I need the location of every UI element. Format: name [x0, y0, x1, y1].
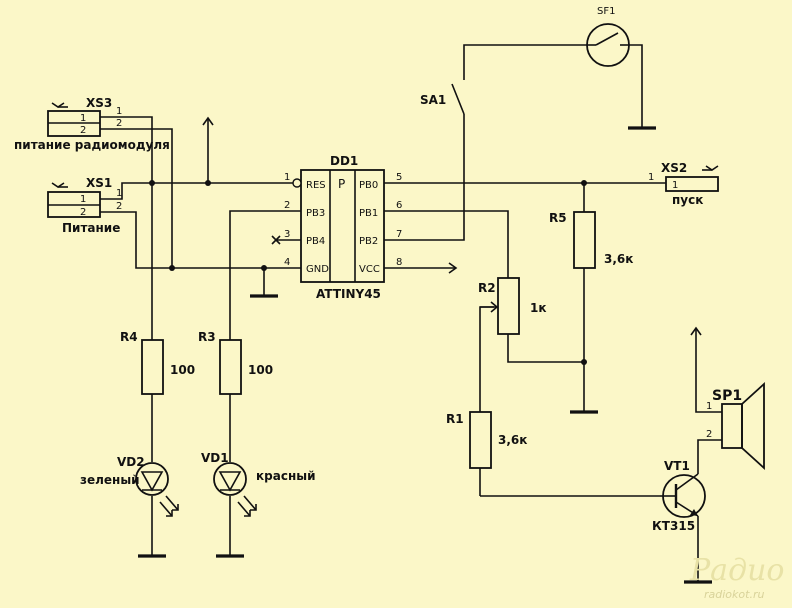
- xs2-pin1: 1: [648, 172, 654, 183]
- sa1-ref: SA1: [420, 93, 446, 107]
- vplus-vcc: [448, 262, 458, 274]
- xs3-ref: XS3: [86, 96, 112, 110]
- pin1-name: RES: [306, 180, 326, 191]
- switch-sa1: SA1: [420, 83, 465, 115]
- xs1-inner-1: 1: [80, 194, 86, 205]
- watermark-logo: Радио КОТ: [689, 553, 792, 588]
- sf1-ref: SF1: [597, 6, 615, 17]
- vt1-type: КТ315: [652, 519, 695, 533]
- r4-value: 100: [170, 363, 195, 377]
- r3-value: 100: [248, 363, 273, 377]
- resistor-r4: R4 100: [120, 330, 195, 395]
- resistor-r3: R3 100: [198, 330, 273, 395]
- connector-xs3: XS3 1 2 1 2 питание радиомодуля: [14, 96, 170, 152]
- r4-ref: R4: [120, 330, 138, 344]
- xs2-ref: XS2: [661, 161, 687, 175]
- pin5-num: 5: [396, 172, 402, 183]
- chip-type: ATTINY45: [316, 287, 381, 301]
- pin3-name: PB4: [306, 236, 325, 247]
- watermark-url: radiokot.ru: [704, 588, 764, 601]
- xs2-caption: пуск: [672, 193, 703, 207]
- pin3-num: 3: [284, 229, 290, 240]
- wires: [100, 44, 722, 582]
- pin7-name: PB2: [359, 236, 378, 247]
- vt1-ref: VT1: [664, 459, 690, 473]
- r5-value: 3,6к: [604, 252, 633, 266]
- vplus-left: [202, 116, 214, 132]
- r2-value: 1к: [530, 301, 547, 315]
- xs3-inner-1: 1: [80, 113, 86, 124]
- xs3-caption: питание радиомодуля: [14, 138, 170, 152]
- r1-ref: R1: [446, 412, 464, 426]
- resistor-r5: R5 3,6к: [549, 211, 633, 269]
- r5-ref: R5: [549, 211, 567, 225]
- chip-dd1: DD1 P ATTINY45 1 RES 2 PB3 3 PB4 4 GND P…: [271, 154, 402, 301]
- resistor-r1: R1 3,6к: [446, 411, 527, 469]
- pin7-num: 7: [396, 229, 402, 240]
- ground-symbols: [138, 126, 712, 584]
- pin8-name: VCC: [359, 264, 380, 275]
- pin8-num: 8: [396, 257, 402, 268]
- pin4-name: GND: [306, 264, 329, 275]
- r3-ref: R3: [198, 330, 216, 344]
- xs3-pin2: 2: [116, 118, 122, 129]
- xs1-pin2: 2: [116, 201, 122, 212]
- vd1-ref: VD1: [201, 451, 229, 465]
- led-vd2: VD2 зеленый: [80, 455, 179, 517]
- pin6-num: 6: [396, 200, 402, 211]
- r2-ref: R2: [478, 281, 496, 295]
- vd2-ref: VD2: [117, 455, 145, 469]
- xs3-inner-2: 2: [80, 125, 86, 136]
- connector-xs1: XS1 1 2 1 2 Питание: [47, 176, 122, 235]
- pin4-num: 4: [284, 257, 290, 268]
- potentiometer-r2: R2 1к: [478, 277, 547, 335]
- xs1-inner-2: 2: [80, 207, 86, 218]
- vd1-caption: красный: [256, 469, 316, 483]
- sp1-pin1: 1: [706, 401, 712, 412]
- watermark: Радио КОТ radiokot.ru: [689, 553, 792, 601]
- xs1-pin1: 1: [116, 188, 122, 199]
- reed-switch-sf1: SF1: [586, 6, 630, 67]
- sp1-pin2: 2: [706, 429, 712, 440]
- junction-dots: [149, 180, 587, 365]
- xs2-inner-1: 1: [672, 180, 678, 191]
- sp1-ref: SP1: [712, 388, 742, 404]
- chip-core: P: [338, 177, 345, 191]
- connector-xs2: XS2 1 1 пуск: [648, 161, 719, 207]
- r1-value: 3,6к: [498, 433, 527, 447]
- led-vd1: VD1 красный: [201, 451, 316, 517]
- vd2-caption: зеленый: [80, 473, 140, 487]
- chip-ref: DD1: [330, 154, 358, 168]
- pin2-name: PB3: [306, 208, 325, 219]
- pin5-name: PB0: [359, 180, 378, 191]
- vplus-speaker: [690, 326, 702, 362]
- speaker-sp1: SP1 1 2: [706, 381, 765, 471]
- xs3-pin1: 1: [116, 106, 122, 117]
- pin1-num: 1: [284, 172, 290, 183]
- transistor-vt1: VT1 КТ315: [652, 459, 706, 533]
- pin2-num: 2: [284, 200, 290, 211]
- xs1-caption: Питание: [62, 221, 120, 235]
- xs1-ref: XS1: [86, 176, 112, 190]
- pin6-name: PB1: [359, 208, 378, 219]
